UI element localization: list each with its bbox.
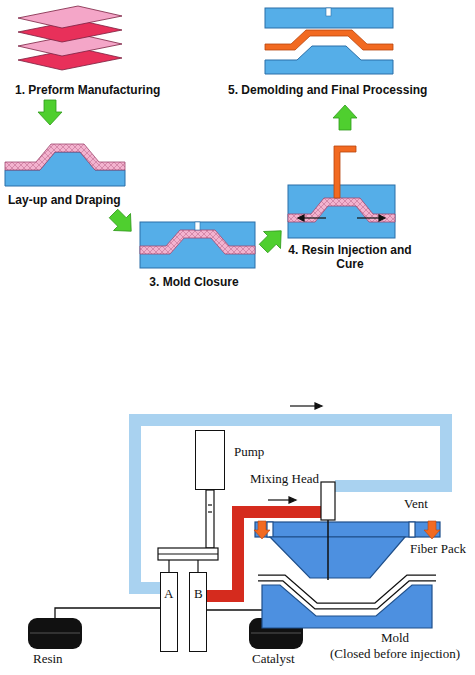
step-caption: 1. Preform Manufacturing: [15, 84, 160, 98]
step-caption: 4. Resin Injection and Cure: [288, 244, 413, 272]
node-label: B: [194, 587, 203, 602]
step-arrow: [38, 100, 62, 125]
step-arrow: [255, 222, 290, 257]
closing-arrow: [424, 521, 440, 539]
node-label: Pump: [234, 445, 264, 460]
step-caption: Lay-up and Draping: [8, 194, 121, 208]
part-label: Catalyst: [252, 652, 295, 667]
pump-linkage: [158, 490, 218, 572]
fiber-pack: [258, 578, 436, 606]
step-caption: 3. Mold Closure: [149, 276, 238, 290]
mixing-head: [321, 482, 335, 580]
step-arrow: [333, 105, 357, 130]
closing-arrow: [254, 521, 270, 539]
pump-box: Pump: [195, 430, 225, 490]
mold: [255, 522, 440, 628]
cylinder-a: A: [160, 572, 178, 652]
flow-lines: [135, 420, 446, 596]
demolding-figure: [265, 8, 393, 74]
step-caption: 5. Demolding and Final Processing: [228, 84, 427, 98]
flow-arrows: [268, 403, 322, 503]
part-label: Mold: [381, 631, 409, 646]
step-arrow: [105, 205, 140, 240]
layup-figure: [5, 144, 125, 186]
injection-figure: [288, 146, 395, 238]
part-label: Fiber Pack: [410, 542, 466, 557]
part-label: Resin: [33, 652, 63, 667]
node-label: A: [164, 587, 173, 602]
ply-stack: [18, 6, 122, 70]
cylinder-b: B: [189, 572, 207, 652]
part-label: Vent: [404, 497, 428, 512]
part-label: Mixing Head: [250, 472, 319, 487]
part-note: (Closed before injection): [330, 647, 460, 662]
closed-mold-figure: [140, 222, 255, 268]
